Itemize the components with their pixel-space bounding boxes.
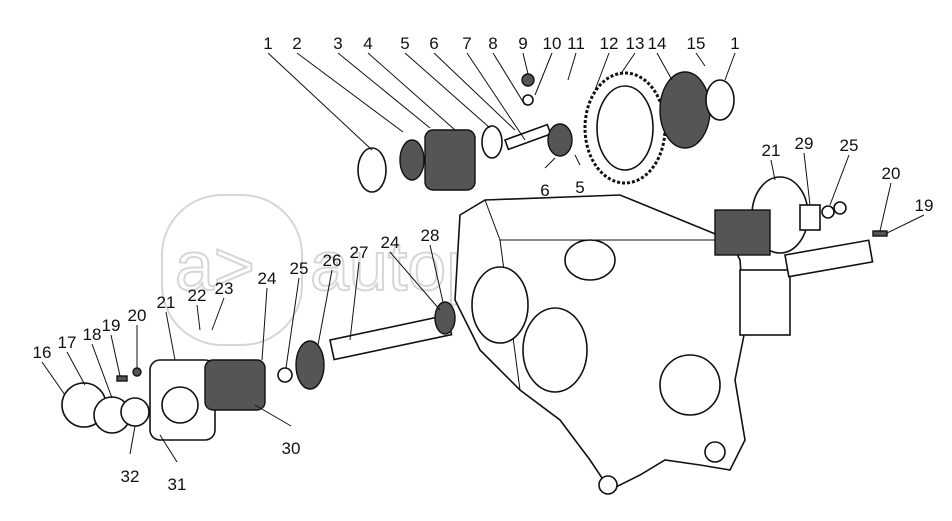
- leader-line: [317, 269, 333, 346]
- callout: 30: [282, 439, 301, 458]
- leader-line: [349, 261, 360, 341]
- leader-line: [66, 351, 86, 386]
- leader-line: [261, 287, 268, 361]
- leader-lines: [41, 52, 925, 463]
- leader-line: [110, 334, 121, 377]
- callout: 13: [626, 34, 645, 53]
- leader-line: [267, 52, 373, 151]
- callout: 3: [333, 34, 342, 53]
- callout: 8: [488, 34, 497, 53]
- leader-line: [129, 425, 136, 455]
- callout: 12: [600, 34, 619, 53]
- callout: 16: [33, 343, 52, 362]
- callout: 19: [915, 196, 934, 215]
- leader-line: [159, 434, 178, 463]
- leader-line: [433, 52, 516, 131]
- callout: 11: [567, 34, 585, 53]
- callout: 2: [292, 34, 301, 53]
- callout: 29: [795, 134, 814, 153]
- callout: 21: [762, 141, 781, 160]
- callout: 27: [350, 243, 369, 262]
- callout: 24: [381, 233, 400, 252]
- leader-line: [534, 52, 553, 96]
- leader-line: [492, 52, 526, 106]
- leader-line: [429, 244, 444, 303]
- callout: 18: [83, 325, 102, 344]
- leader-line: [91, 343, 113, 399]
- leader-line: [337, 52, 431, 129]
- callout: 5: [400, 34, 409, 53]
- leader-line: [770, 159, 776, 181]
- callout: 32: [121, 467, 140, 486]
- callout: 22: [188, 286, 207, 305]
- watermark-logo: a>: [175, 227, 255, 305]
- callout: 17: [58, 333, 77, 352]
- right-shaft-assembly: [714, 176, 888, 278]
- callout: 4: [363, 34, 372, 53]
- leader-line: [695, 52, 706, 67]
- callout: 5: [575, 178, 584, 197]
- leader-line: [367, 52, 456, 131]
- callout: 23: [215, 279, 234, 298]
- callout: 19: [102, 316, 121, 335]
- leader-line: [165, 311, 176, 361]
- leader-line: [254, 404, 292, 427]
- leader-line: [724, 52, 736, 81]
- leader-line: [594, 52, 610, 91]
- callout: 25: [840, 136, 859, 155]
- callout: 28: [421, 226, 440, 245]
- callout: 1: [263, 34, 272, 53]
- leader-line: [879, 182, 892, 232]
- leader-line: [285, 277, 300, 369]
- callout: 26: [323, 251, 342, 270]
- leader-line: [41, 361, 66, 396]
- watermark-logo-frame: [161, 194, 303, 346]
- leader-line: [296, 52, 404, 133]
- callout: 6: [429, 34, 438, 53]
- callout: 1: [730, 34, 739, 53]
- leader-line: [544, 157, 556, 169]
- gearbox-housing: [454, 194, 791, 495]
- callout: 20: [882, 164, 901, 183]
- callout: 24: [258, 269, 277, 288]
- leader-line: [574, 154, 581, 166]
- leader-line: [567, 52, 577, 81]
- callout: 21: [157, 293, 176, 312]
- callout: 14: [648, 34, 667, 53]
- leader-line: [211, 297, 225, 331]
- leader-line: [829, 154, 850, 206]
- leader-line: [196, 304, 201, 331]
- leader-line: [466, 52, 526, 141]
- callout: 6: [540, 181, 549, 200]
- left-shaft-assembly: [61, 301, 456, 441]
- callout: 7: [462, 34, 471, 53]
- leader-line: [522, 52, 529, 75]
- leader-line: [389, 251, 441, 311]
- callout: 15: [687, 34, 706, 53]
- leader-line: [656, 52, 673, 81]
- callout: 25: [290, 259, 309, 278]
- leader-line: [404, 52, 491, 129]
- leader-line: [619, 52, 636, 76]
- callout: 10: [543, 34, 562, 53]
- callout: 9: [518, 34, 527, 53]
- callout: 20: [128, 306, 147, 325]
- leader-line: [803, 152, 811, 206]
- differential-assembly: [357, 71, 735, 193]
- callout: 31: [168, 475, 187, 494]
- leader-line: [886, 214, 925, 234]
